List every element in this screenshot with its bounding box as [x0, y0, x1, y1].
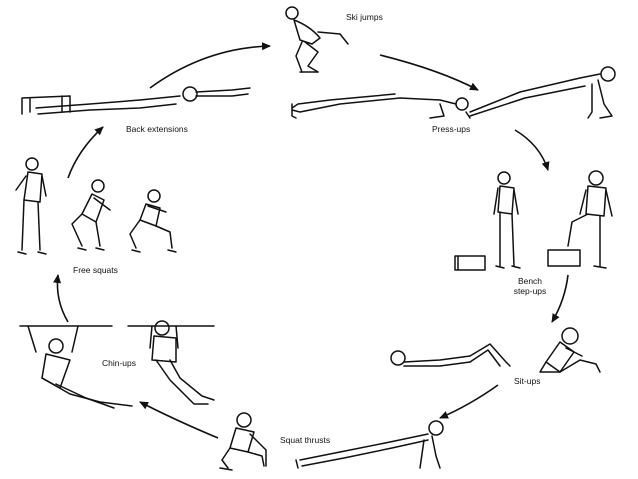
free-squats-figure	[15, 157, 177, 255]
label-bench-step-ups: Bench step-ups	[500, 276, 560, 296]
label-back-extensions: Back extensions	[126, 124, 188, 134]
squat-thrusts-figure	[219, 412, 444, 471]
back-extensions-figure	[21, 86, 251, 115]
arrow-ski-to-pressups	[379, 54, 479, 91]
chin-ups-figure	[19, 320, 215, 409]
label-sit-ups: Sit-ups	[514, 376, 541, 386]
arrow-bench-to-situps	[551, 274, 569, 323]
press-ups-figure	[291, 66, 616, 119]
arrow-pressups-to-bench	[514, 129, 550, 171]
label-squat-thrusts: Squat thrusts	[280, 435, 331, 445]
arrow-situps-to-squat	[439, 384, 499, 419]
arrow-chinups-to-freesquats	[53, 274, 69, 323]
sit-ups-figure	[390, 327, 601, 373]
bench-step-ups-figure	[454, 170, 613, 271]
arrow-squat-to-chinups	[139, 401, 219, 439]
ski-jumps-figure	[285, 6, 349, 73]
cycle-arrows	[53, 42, 569, 439]
label-press-ups: Press-ups	[432, 124, 471, 134]
label-ski-jumps: Ski jumps	[346, 12, 383, 22]
label-bench-line2: step-ups	[513, 286, 547, 296]
arrow-freesquats-to-backext	[67, 126, 104, 179]
arrow-back-ext-to-ski	[149, 42, 271, 89]
label-bench-line1: Bench	[517, 276, 543, 286]
label-chin-ups: Chin-ups	[102, 358, 137, 368]
label-free-squats: Free squats	[73, 265, 118, 275]
